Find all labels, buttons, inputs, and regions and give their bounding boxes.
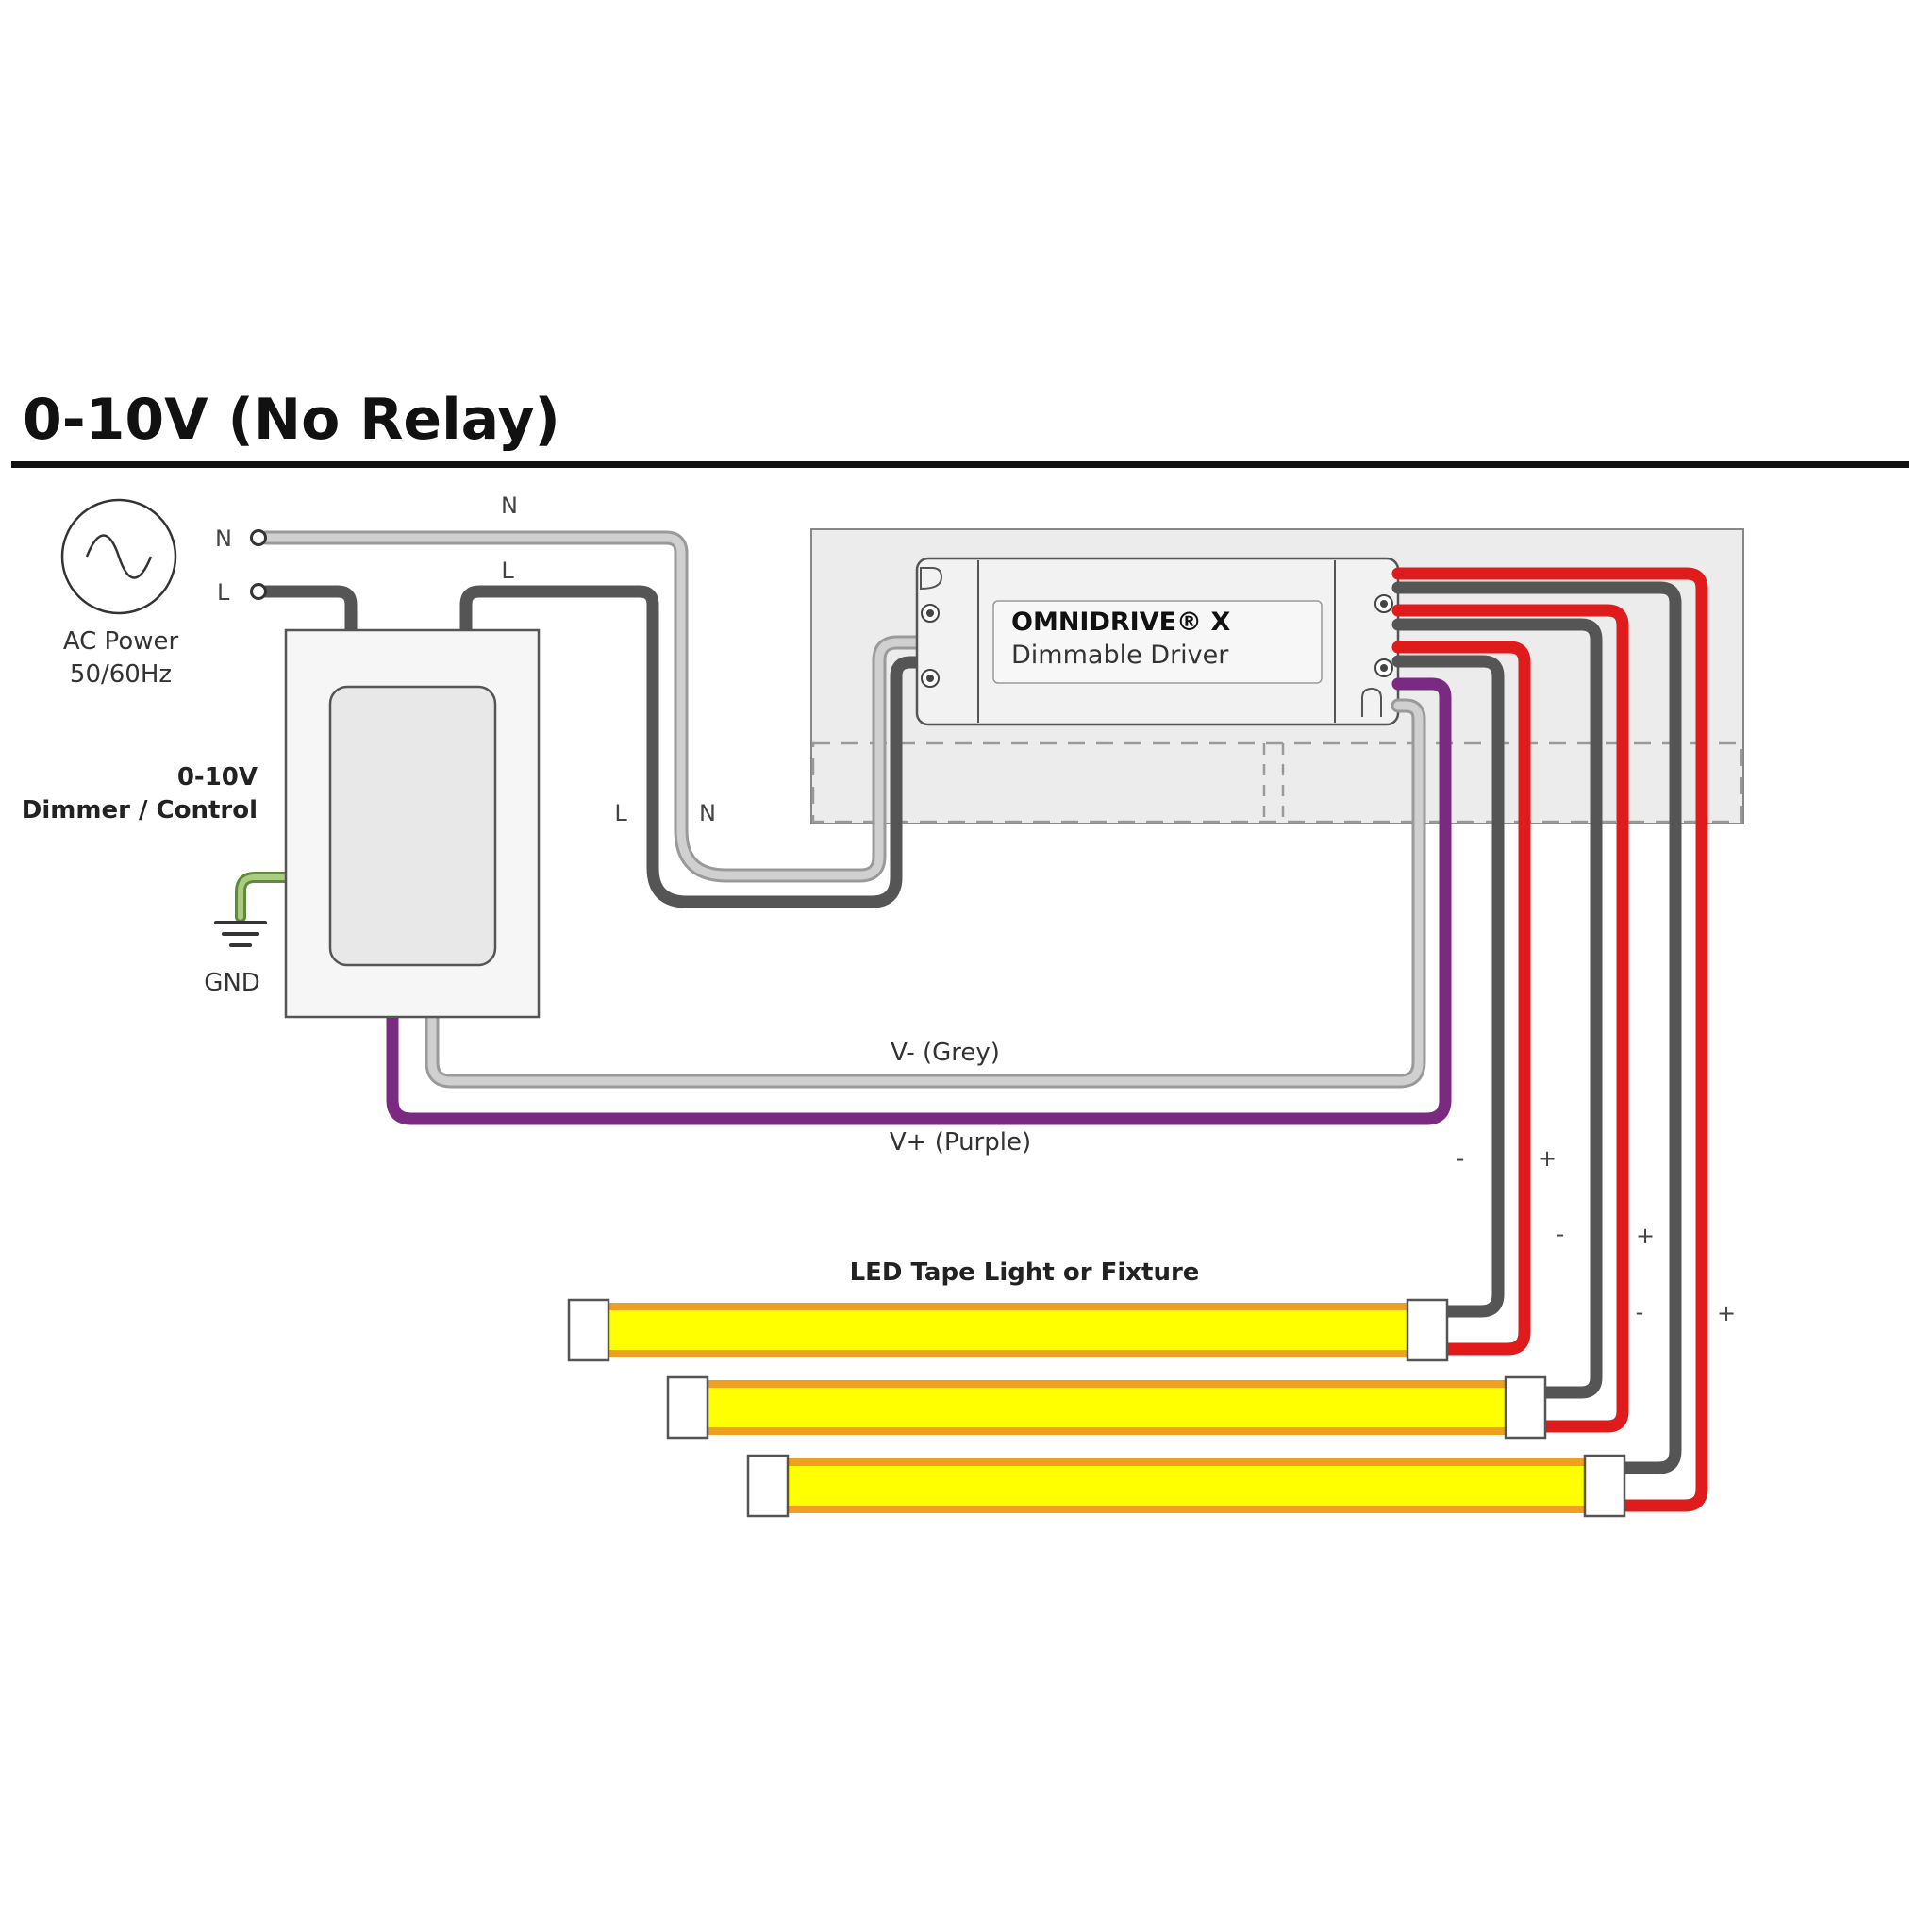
title-rule — [11, 461, 1909, 468]
sine-wave-icon — [85, 534, 153, 579]
polarity-minus-3: - — [1636, 1299, 1644, 1325]
wire-label-l-drop: L — [614, 800, 627, 826]
wire-label-n-top: N — [501, 492, 518, 519]
mounting-tab-icon — [920, 567, 943, 591]
terminal-l-label: L — [217, 579, 230, 606]
output-negative-wire-2 — [1391, 618, 1603, 1399]
led-end-cap — [746, 1454, 790, 1518]
terminal-l-icon — [250, 583, 267, 600]
v-minus-label: V- (Grey) — [891, 1039, 1000, 1067]
led-end-cap — [567, 1298, 610, 1362]
output-terminal-icon — [1374, 594, 1393, 677]
driver-subtitle: Dimmable Driver — [1011, 641, 1229, 670]
page-title: 0-10V (No Relay) — [23, 387, 560, 453]
output-positive-wire-3 — [1391, 567, 1708, 1512]
wire-label-l-top: L — [501, 558, 514, 584]
ac-frequency-label: 50/60Hz — [70, 660, 172, 689]
driver-label-plate — [992, 600, 1323, 684]
ground-icon — [214, 921, 267, 947]
dimmer-label-name: Dimmer / Control — [22, 796, 258, 824]
output-negative-wire-3 — [1391, 581, 1682, 1474]
polarity-plus-1: + — [1538, 1145, 1557, 1172]
led-end-cap — [666, 1375, 709, 1440]
polarity-minus-2: - — [1557, 1221, 1565, 1247]
mounting-tab-icon — [1361, 687, 1382, 717]
ground-wire — [235, 872, 293, 923]
led-end-cap — [1504, 1375, 1547, 1440]
terminal-n-label: N — [215, 525, 232, 552]
ac-power-label: AC Power — [63, 627, 179, 656]
output-negative-wire-1 — [1391, 655, 1505, 1318]
switched-line-wire — [459, 585, 926, 908]
led-fixture-1 — [567, 1298, 1449, 1362]
v-plus-label: V+ (Purple) — [890, 1128, 1031, 1157]
led-end-cap — [1583, 1454, 1626, 1518]
dimmer-paddle — [328, 685, 497, 967]
input-terminal-icon — [921, 604, 940, 688]
led-fixture-label: LED Tape Light or Fixture — [850, 1258, 1200, 1287]
output-positive-wire-1 — [1391, 641, 1531, 1356]
wire-label-n-drop: N — [699, 800, 716, 826]
ac-neutral-wire — [258, 530, 927, 883]
driver-name: OMNIDRIVE® X — [1011, 608, 1230, 637]
output-positive-wire-2 — [1391, 604, 1629, 1433]
mounting-channel — [811, 741, 1743, 824]
ground-wire-core — [238, 874, 291, 920]
led-end-cap — [1406, 1298, 1449, 1362]
led-fixture-2 — [666, 1375, 1547, 1440]
dimmer-label-type: 0-10V — [177, 763, 258, 791]
polarity-minus-1: - — [1457, 1145, 1465, 1172]
polarity-plus-3: + — [1717, 1300, 1736, 1326]
led-fixture-3 — [746, 1454, 1626, 1518]
v-plus-purple-wire — [386, 677, 1452, 1125]
ground-label: GND — [204, 969, 260, 997]
v-minus-grey-wire — [425, 698, 1426, 1089]
ac-line-wire-to-dimmer — [259, 585, 358, 637]
polarity-plus-2: + — [1636, 1223, 1655, 1249]
terminal-n-icon — [250, 529, 267, 546]
